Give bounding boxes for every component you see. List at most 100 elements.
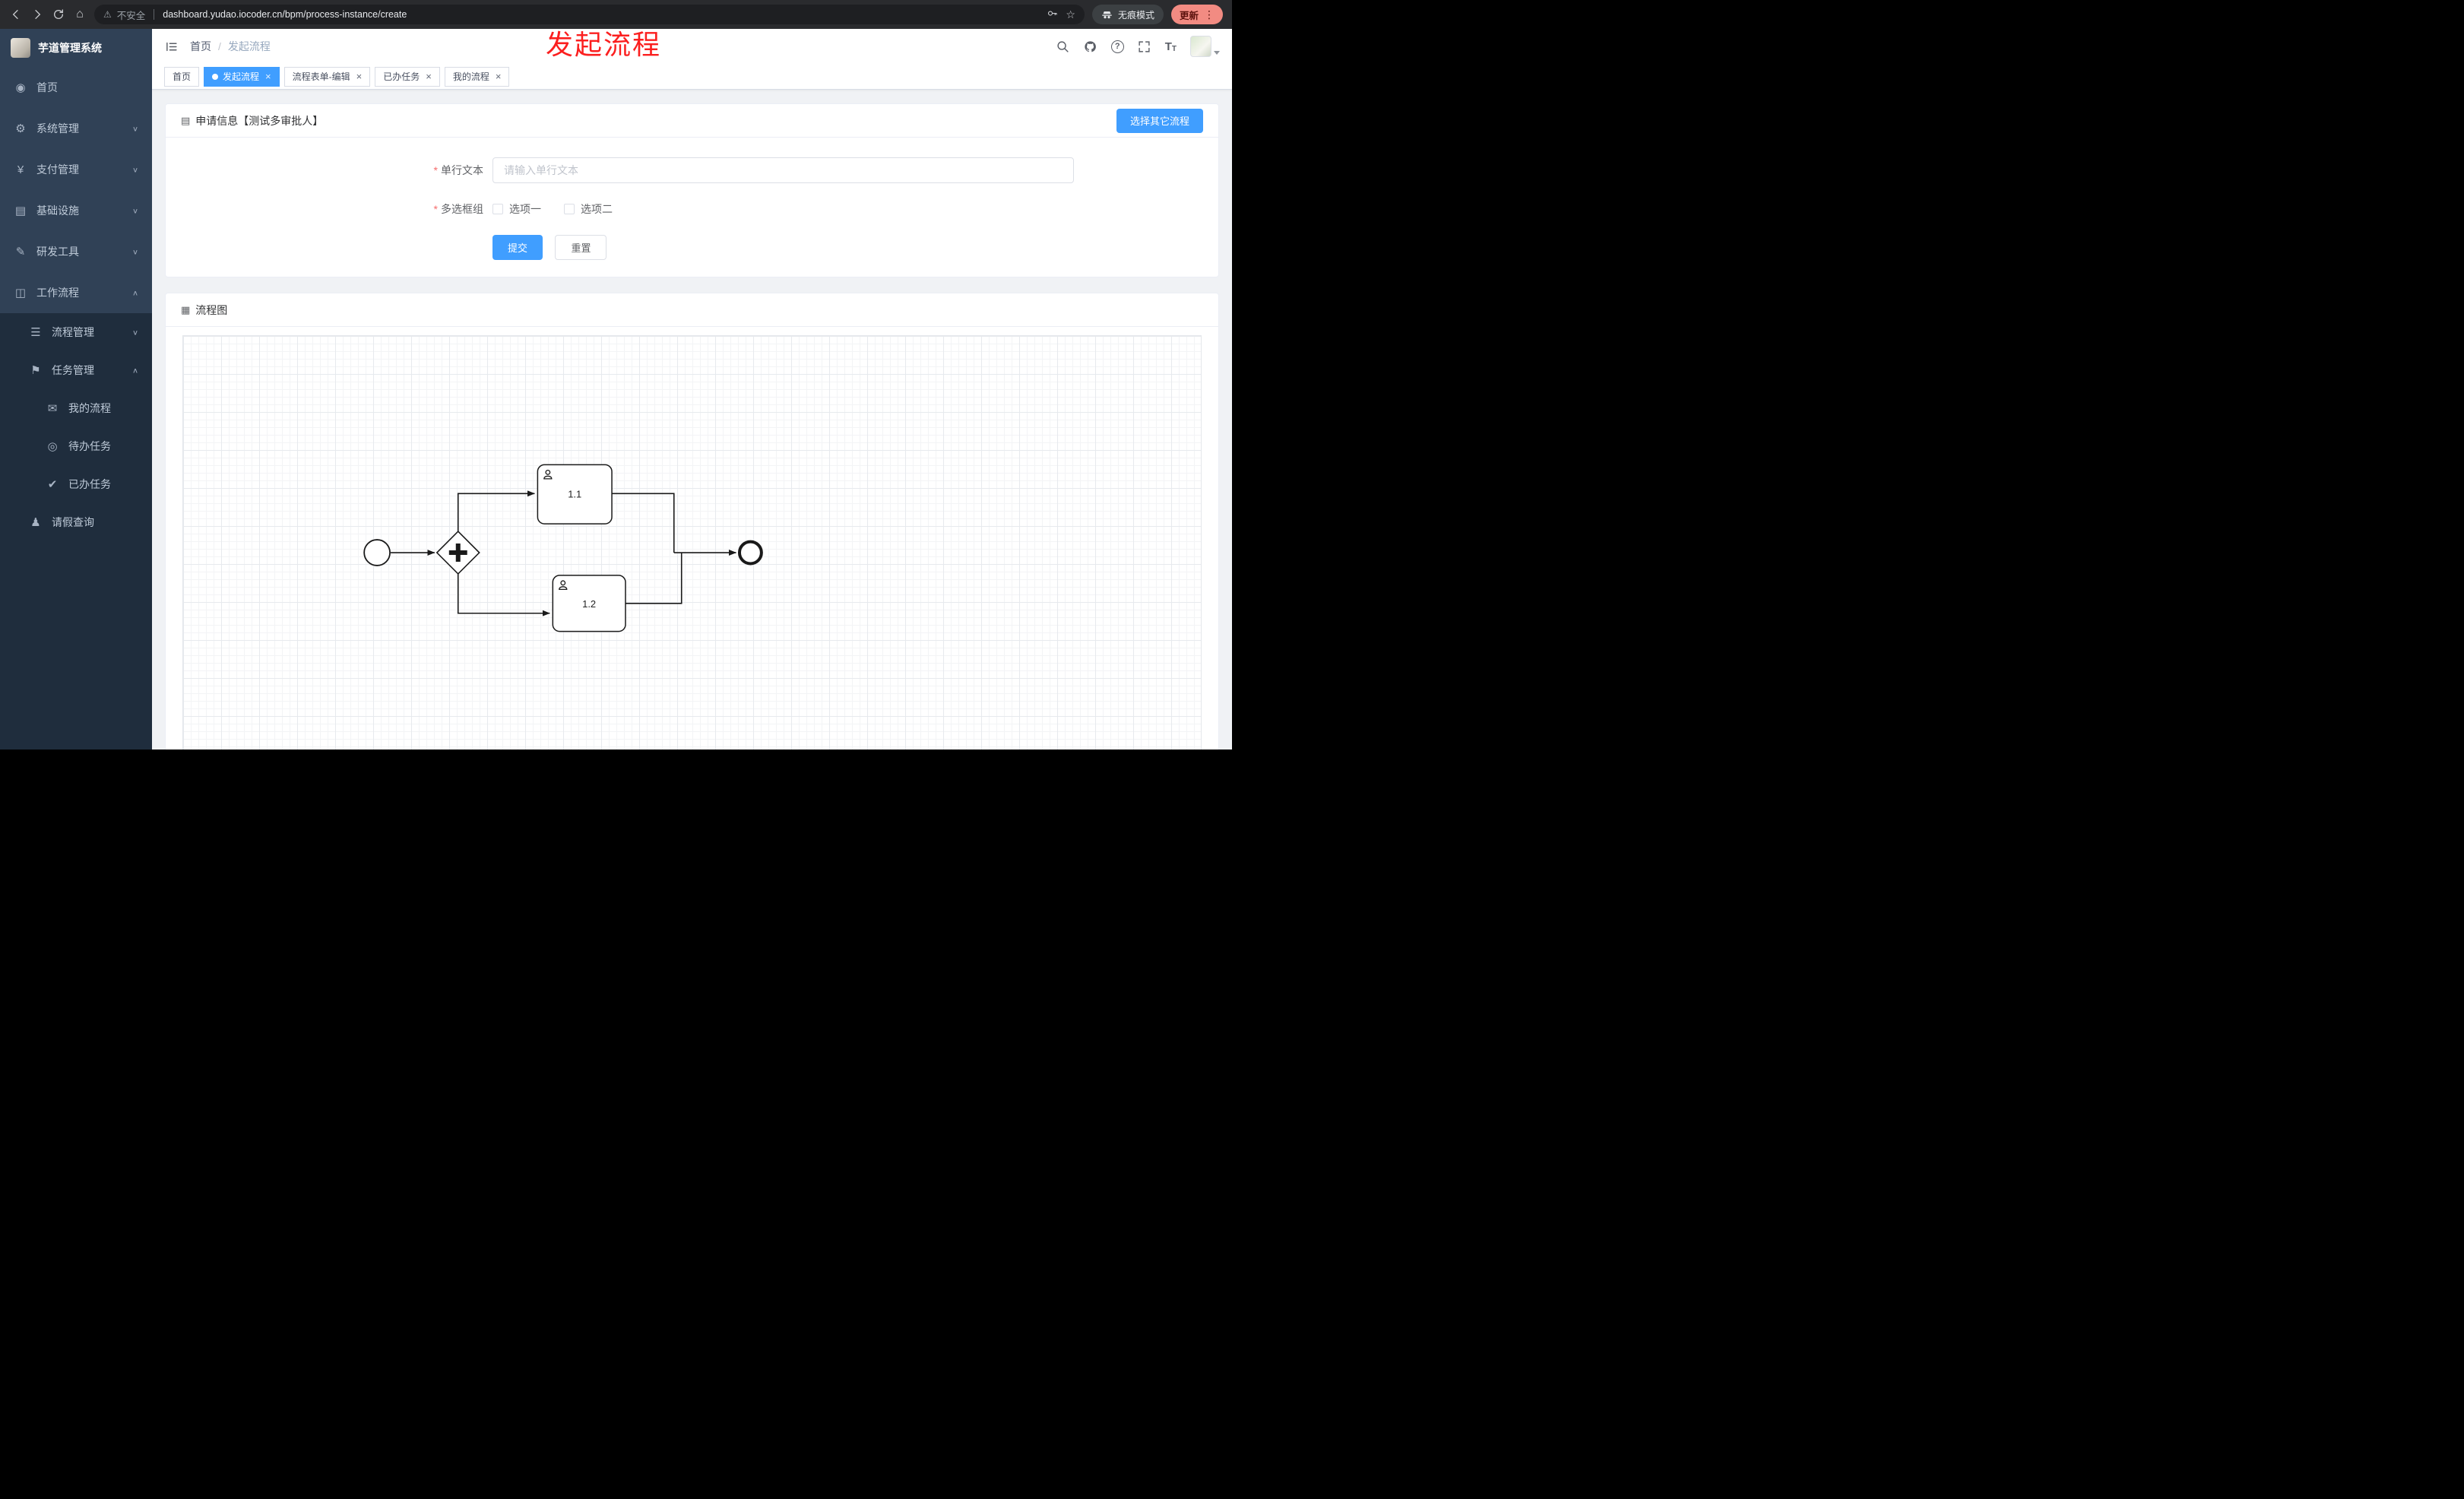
tab-label: 流程表单-编辑 (292, 71, 350, 82)
refresh-icon[interactable] (52, 8, 65, 21)
document-icon: ▤ (181, 114, 191, 126)
breadcrumb: 首页 / 发起流程 (190, 39, 271, 54)
avatar[interactable] (1190, 36, 1211, 57)
sidebar-item-todo-tasks[interactable]: ◎ 待办任务 (0, 427, 152, 465)
sidebar-item-label: 已办任务 (68, 478, 111, 490)
field-label: 单行文本 (441, 164, 483, 176)
browser-menu-icon[interactable]: ⋮ (1204, 8, 1215, 21)
choose-other-process-button[interactable]: 选择其它流程 (1116, 108, 1203, 133)
key-icon[interactable] (1047, 8, 1058, 21)
required-mark: * (433, 164, 438, 176)
sidebar-item-infrastructure[interactable]: ▤ 基础设施 ∨ (0, 190, 152, 231)
sidebar-item-workflow[interactable]: ◫ 工作流程 ∧ (0, 272, 152, 313)
chevron-up-icon: ∧ (131, 366, 138, 375)
dashboard-icon: ◉ (15, 81, 26, 94)
security-label: 不安全 (116, 10, 146, 21)
close-icon[interactable]: × (356, 71, 363, 82)
sidebar-item-dev-tools[interactable]: ✎ 研发工具 ∨ (0, 231, 152, 272)
tab-done-tasks[interactable]: 已办任务 × (375, 66, 440, 87)
browser-chrome: ⌂ ⚠ 不安全 dashboard.yudao.iocoder.cn/bpm/p… (0, 0, 1232, 29)
app-logo[interactable]: 芋道管理系统 (0, 29, 152, 67)
sidebar-item-my-process[interactable]: ✉ 我的流程 (0, 389, 152, 427)
url-bar[interactable]: ⚠ 不安全 dashboard.yudao.iocoder.cn/bpm/pro… (94, 5, 1085, 24)
incognito-icon (1102, 11, 1112, 18)
apply-info-card: ▤ 申请信息【测试多审批人】 选择其它流程 *单行文本 (165, 103, 1219, 277)
url-text: dashboard.yudao.iocoder.cn/bpm/process-i… (163, 9, 407, 20)
chevron-down-icon (1214, 51, 1220, 55)
task-label: 1.1 (568, 488, 581, 499)
sidebar-item-label: 待办任务 (68, 440, 111, 452)
submit-button[interactable]: 提交 (492, 235, 543, 260)
update-label: 更新 (1179, 10, 1199, 21)
tab-label: 首页 (173, 71, 192, 82)
sidebar-item-done-tasks[interactable]: ✔ 已办任务 (0, 465, 152, 503)
bpmn-diagram: 1.1 1.2 (183, 336, 1201, 750)
chevron-down-icon: ∨ (131, 125, 138, 133)
logo-avatar (11, 38, 30, 58)
flag-icon: ⚑ (30, 364, 41, 377)
breadcrumb-item[interactable]: 首页 (190, 40, 211, 52)
chevron-down-icon: ∨ (131, 328, 138, 337)
breadcrumb-separator: / (218, 40, 221, 52)
github-icon[interactable] (1084, 40, 1097, 53)
check-icon: ✔ (47, 478, 58, 491)
tab-form-edit[interactable]: 流程表单-编辑 × (283, 66, 371, 87)
workflow-submenu: ☰ 流程管理 ∨ ⚑ 任务管理 ∧ ✉ 我的流程 ◎ (0, 313, 152, 750)
user-task-icon (559, 581, 567, 589)
tab-label: 我的流程 (452, 71, 489, 82)
sidebar-item-process-management[interactable]: ☰ 流程管理 ∨ (0, 313, 152, 351)
tab-my-process[interactable]: 我的流程 × (444, 66, 510, 87)
bpmn-user-task-2: 1.2 (553, 575, 626, 632)
sidebar-item-leave-query[interactable]: ♟ 请假查询 (0, 503, 152, 541)
checkbox-box[interactable] (564, 204, 575, 214)
tab-label: 已办任务 (383, 71, 420, 82)
screen: ⌂ ⚠ 不安全 dashboard.yudao.iocoder.cn/bpm/p… (0, 0, 1232, 750)
gear-icon: ⚙ (15, 122, 26, 135)
card-title: 流程图 (195, 303, 228, 316)
sidebar-item-label: 流程管理 (52, 326, 94, 338)
chevron-up-icon: ∧ (131, 289, 138, 297)
close-icon[interactable]: × (426, 71, 432, 82)
bpmn-canvas[interactable]: 1.1 1.2 (182, 335, 1202, 750)
tab-home[interactable]: 首页 (164, 66, 200, 87)
tab-start-process[interactable]: 发起流程 × (204, 66, 280, 87)
sidebar-item-task-management[interactable]: ⚑ 任务管理 ∧ (0, 351, 152, 389)
checkbox-box[interactable] (492, 204, 503, 214)
bookmark-star-icon[interactable]: ☆ (1066, 8, 1075, 21)
close-icon[interactable]: × (265, 71, 271, 82)
sidebar-item-label: 系统管理 (36, 122, 79, 135)
list-icon: ☰ (30, 326, 41, 339)
sequence-flows (391, 490, 736, 616)
sidebar-item-home[interactable]: ◉ 首页 (0, 67, 152, 108)
security-warning-icon: ⚠ (103, 9, 112, 20)
search-icon[interactable] (1056, 40, 1070, 53)
tools-icon: ✎ (15, 246, 26, 258)
yen-icon: ¥ (17, 163, 24, 176)
checkbox-label: 选项二 (581, 203, 613, 215)
sidebar-toggle-icon[interactable] (164, 40, 178, 53)
user-menu[interactable] (1190, 36, 1220, 57)
sidebar-item-label: 研发工具 (36, 246, 79, 258)
sidebar-item-payment-management[interactable]: ¥ 支付管理 ∨ (0, 149, 152, 190)
fullscreen-icon[interactable] (1138, 40, 1151, 53)
checkbox-option-2[interactable]: 选项二 (564, 201, 613, 217)
field-label: 多选框组 (441, 203, 483, 215)
reset-button[interactable]: 重置 (555, 235, 607, 260)
chevron-down-icon: ∨ (131, 207, 138, 215)
checkbox-option-1[interactable]: 选项一 (492, 201, 541, 217)
app-title: 芋道管理系统 (38, 42, 102, 54)
sidebar-item-system-management[interactable]: ⚙ 系统管理 ∨ (0, 108, 152, 149)
sidebar: 芋道管理系统 ◉ 首页 ⚙ 系统管理 ∨ ¥ 支付管理 ∨ ▤ (0, 29, 152, 750)
single-line-text-input[interactable] (492, 157, 1074, 183)
bpmn-parallel-gateway (437, 531, 480, 574)
help-icon[interactable]: ? (1110, 40, 1124, 53)
forward-icon[interactable] (30, 8, 44, 21)
home-icon[interactable]: ⌂ (76, 8, 84, 21)
user-task-icon (544, 471, 552, 479)
back-icon[interactable] (9, 8, 23, 21)
sidebar-item-label: 工作流程 (36, 287, 79, 299)
update-button[interactable]: 更新 ⋮ (1170, 5, 1223, 24)
close-icon[interactable]: × (495, 71, 502, 82)
